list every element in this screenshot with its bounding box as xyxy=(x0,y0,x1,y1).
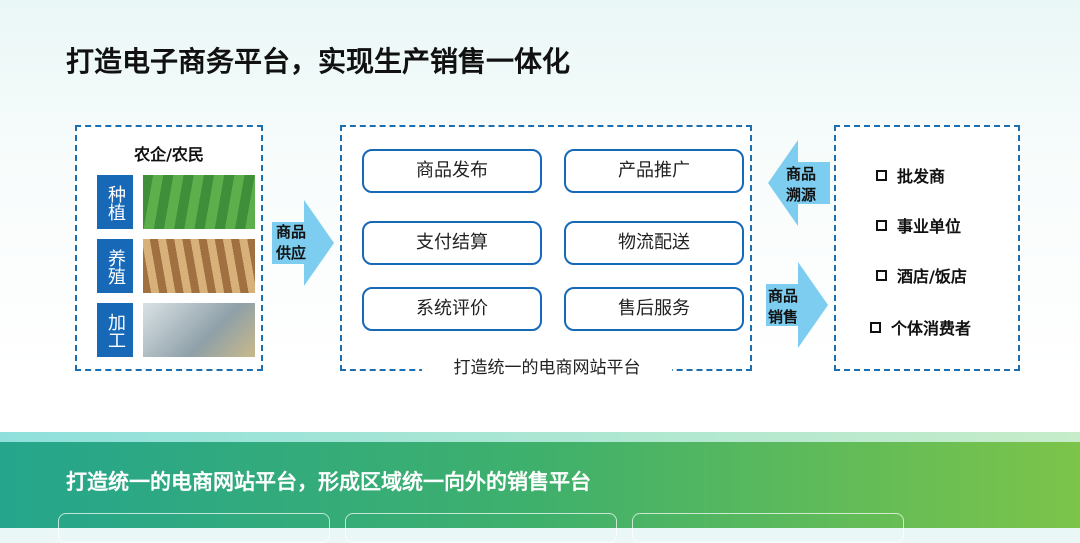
bottom-banner xyxy=(0,432,1080,528)
processing-photo xyxy=(143,303,255,357)
supply-arrow: 商品供应 xyxy=(272,200,334,286)
customer-label: 酒店/饭店 xyxy=(897,267,967,286)
service-payment[interactable]: 支付结算 xyxy=(362,221,542,265)
banner-title: 打造统一的电商网站平台，形成区域统一向外的销售平台 xyxy=(66,470,591,494)
service-review[interactable]: 系统评价 xyxy=(362,287,542,331)
producers-heading: 农企/农民 xyxy=(134,145,204,164)
trace-label: 商品溯源 xyxy=(786,165,817,204)
supply-label: 商品供应 xyxy=(276,223,307,262)
producer-tag: 加工 xyxy=(97,303,133,357)
customer-label: 批发商 xyxy=(897,167,946,186)
customer-item: 批发商 xyxy=(876,163,945,187)
feature-card xyxy=(632,513,904,543)
producers-box: 农企/农民 种植 养殖 加工 xyxy=(75,125,263,371)
right-arrow-icon xyxy=(272,200,334,286)
service-logistics[interactable]: 物流配送 xyxy=(564,221,744,265)
service-aftersales[interactable]: 售后服务 xyxy=(564,287,744,331)
customer-label: 事业单位 xyxy=(897,217,962,236)
platform-box: 商品发布 产品推广 支付结算 物流配送 系统评价 售后服务 打造统一的电商网站平… xyxy=(340,125,752,378)
feature-card xyxy=(345,513,617,543)
producer-tag: 养殖 xyxy=(97,239,133,293)
square-bullet-icon xyxy=(870,321,881,333)
sales-label: 商品销售 xyxy=(768,287,799,326)
square-bullet-icon xyxy=(876,169,887,181)
sales-arrow: 商品销售 xyxy=(766,262,828,348)
customers-box: 批发商 事业单位 酒店/饭店 个体消费者 xyxy=(834,125,1020,371)
square-bullet-icon xyxy=(876,269,887,281)
customer-label: 个体消费者 xyxy=(891,319,972,338)
customer-item: 个体消费者 xyxy=(870,315,971,339)
producer-tag: 种植 xyxy=(97,175,133,229)
producer-row: 种植 xyxy=(97,175,257,229)
platform-label: 打造统一的电商网站平台 xyxy=(422,353,672,378)
customer-item: 酒店/饭店 xyxy=(876,263,967,287)
service-promotion[interactable]: 产品推广 xyxy=(564,149,744,193)
producer-row: 加工 xyxy=(97,303,257,357)
page-title: 打造电子商务平台，实现生产销售一体化 xyxy=(66,45,571,78)
banner-divider xyxy=(0,432,1080,442)
greenhouse-photo xyxy=(143,175,255,229)
service-publish[interactable]: 商品发布 xyxy=(362,149,542,193)
square-bullet-icon xyxy=(876,219,887,231)
trace-arrow: 商品溯源 xyxy=(768,140,830,226)
farming-photo xyxy=(143,239,255,293)
producer-row: 养殖 xyxy=(97,239,257,293)
left-arrow-icon xyxy=(768,140,830,226)
customer-item: 事业单位 xyxy=(876,213,961,237)
feature-card xyxy=(58,513,330,543)
right-arrow-icon xyxy=(766,262,828,348)
